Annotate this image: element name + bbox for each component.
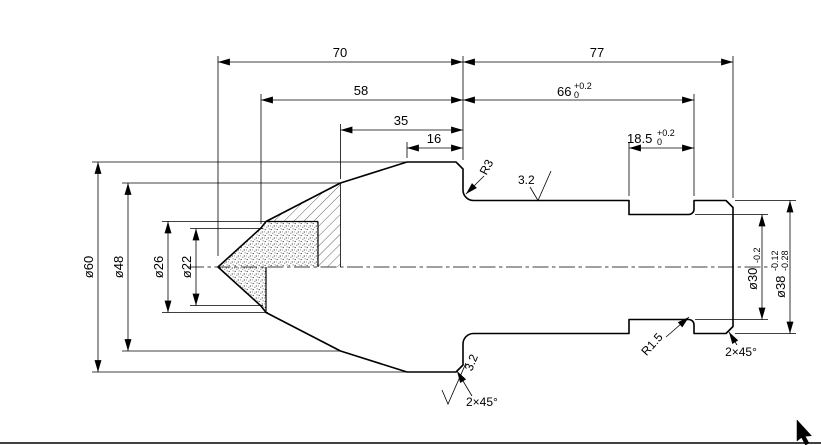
- mouse-cursor-icon: [796, 419, 813, 445]
- roughness-symbol-shoulder: [441, 362, 467, 406]
- dim-label-dia38-lower: -0.28: [780, 250, 790, 271]
- dim-label-dia30-tol: -0.2: [752, 247, 762, 263]
- extension-lines: [92, 56, 796, 373]
- dim-label-dia38-group: ø38 -0.12 -0.28: [770, 250, 790, 298]
- dim-label-18-5-upper: +0.2: [657, 128, 675, 138]
- dim-label-dia38-upper: -0.12: [770, 250, 780, 271]
- callout-chamfer-shoulder: 2×45°: [466, 395, 498, 409]
- dim-label-58: 58: [354, 83, 368, 98]
- roughness-symbol-top: [529, 170, 552, 202]
- callout-roughness-shoulder: 3.2: [462, 352, 481, 373]
- callout-r3: R3: [477, 157, 497, 177]
- dimension-lines: [94, 58, 794, 372]
- callout-roughness-top: 3.2: [518, 173, 535, 187]
- callout-r1-5: R1.5: [638, 330, 666, 358]
- dim-label-18-5: 18.5: [627, 131, 652, 146]
- carbide-tip-exterior: [218, 267, 266, 313]
- dim-label-77: 77: [590, 45, 604, 60]
- section-hatch: [266, 183, 341, 267]
- leader-chamfer-end: [728, 331, 739, 346]
- dim-label-66-upper: +0.2: [574, 81, 592, 91]
- dim-label-dia22: ø22: [179, 256, 194, 278]
- carbide-insert-section: [218, 221, 318, 267]
- dim-label-dia38: ø38: [773, 276, 788, 298]
- dim-label-35: 35: [394, 113, 408, 128]
- leader-chamfer-shoulder: [456, 370, 473, 397]
- dim-label-dia30-group: ø30 -0.2: [745, 247, 762, 290]
- dim-label-dia48: ø48: [111, 256, 126, 278]
- dim-label-dia30: ø30: [745, 268, 760, 290]
- leader-r1-5: [665, 316, 690, 338]
- leader-r3: [465, 175, 485, 195]
- dim-label-18-5-lower: 0: [657, 137, 662, 147]
- dim-label-66-lower: 0: [574, 90, 579, 100]
- dim-label-70: 70: [333, 45, 347, 60]
- dim-label-16: 16: [427, 131, 441, 146]
- callout-chamfer-end: 2×45°: [725, 345, 757, 359]
- dim-label-dia60: ø60: [81, 256, 96, 278]
- dim-label-dia26: ø26: [151, 256, 166, 278]
- dim-label-66: 66: [557, 84, 571, 99]
